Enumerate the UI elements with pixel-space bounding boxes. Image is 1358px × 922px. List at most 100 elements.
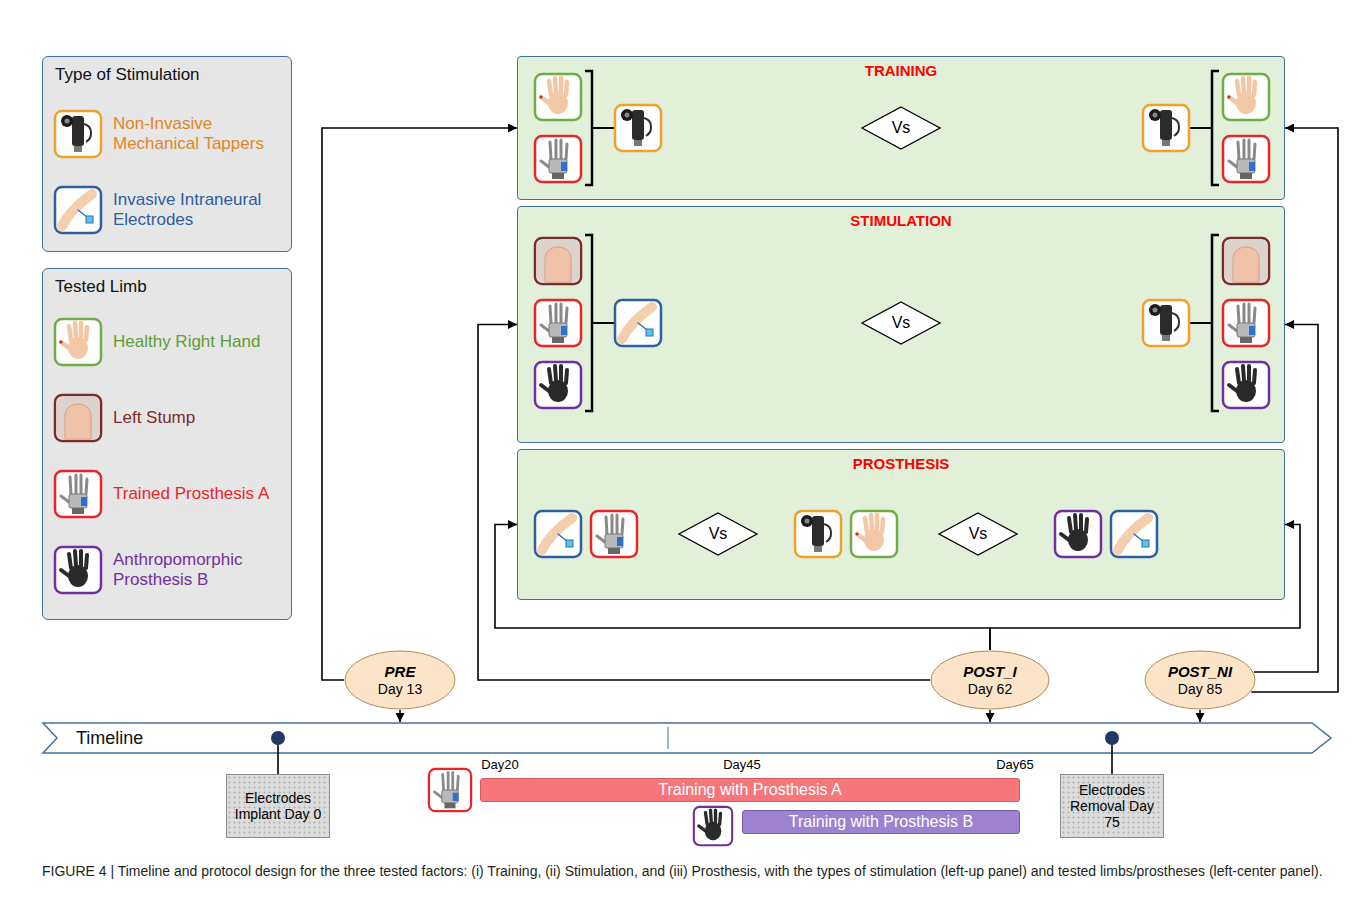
drawing-part xyxy=(875,515,880,530)
drawing-part xyxy=(1243,366,1244,381)
drawing-part xyxy=(70,477,71,494)
drawing-part xyxy=(1243,140,1246,159)
drawing-part xyxy=(1247,78,1252,93)
text-group: Training with Prosthesis A xyxy=(481,779,1019,801)
drawing-part xyxy=(566,144,567,159)
node-text: Vs xyxy=(892,119,911,137)
protA-icon xyxy=(535,136,581,182)
drawing-part xyxy=(560,304,563,323)
connector-arrow xyxy=(277,754,279,774)
drawing-part xyxy=(55,471,101,517)
drawing-part xyxy=(1061,534,1069,540)
drawing-part xyxy=(1212,235,1219,411)
text-group: PROSTHESIS xyxy=(518,450,1284,472)
drawing-part xyxy=(1160,110,1172,140)
drawing-part xyxy=(535,136,581,182)
drawing-part xyxy=(865,518,867,532)
drawing-part xyxy=(345,651,455,709)
text-group: Timeline xyxy=(42,722,1332,754)
drawing-part xyxy=(555,78,556,93)
node-text: Vs xyxy=(709,525,728,543)
training-bar: Training with Prosthesis B xyxy=(742,810,1020,834)
electrode-icon xyxy=(615,300,661,346)
protA-icon xyxy=(591,511,637,557)
drawing-part xyxy=(706,813,708,825)
text-group: PREDay 13 xyxy=(344,650,456,710)
drawing-part xyxy=(1079,515,1083,530)
node-text: Timeline xyxy=(76,728,143,749)
drawing-part xyxy=(718,814,722,825)
electrode-icon xyxy=(535,511,581,557)
drawing-part xyxy=(632,110,644,140)
drawing-part xyxy=(539,95,542,98)
drawing-part xyxy=(559,366,563,381)
drawing-part xyxy=(1149,304,1161,316)
text-group: TRAINING xyxy=(518,57,1284,79)
node-text: Vs xyxy=(969,525,988,543)
drawing-part xyxy=(566,370,567,383)
drawing-part xyxy=(549,81,551,95)
drawing-part xyxy=(442,790,459,803)
node-text: Tested Limb xyxy=(55,277,279,297)
node-text: Type of Stimulation xyxy=(55,65,279,85)
drawing-part xyxy=(1254,370,1255,383)
node-text: Training with Prosthesis A xyxy=(658,781,841,799)
node-text: PROSTHESIS xyxy=(518,455,1284,472)
drawing-part xyxy=(55,319,101,365)
versus-diamond: Vs xyxy=(861,106,941,150)
drawing-part xyxy=(541,161,549,167)
versus-diamond: Vs xyxy=(861,301,941,345)
hand-icon xyxy=(1223,74,1269,120)
text-group: Non-Invasive Mechanical Tappers xyxy=(113,114,283,155)
limb-icon xyxy=(53,469,103,519)
drawing-part xyxy=(625,113,630,118)
node-text: Training with Prosthesis B xyxy=(789,813,973,831)
drawing-part xyxy=(616,515,619,534)
drawing-part xyxy=(591,511,637,557)
protB-icon xyxy=(1223,362,1269,408)
limb-icon xyxy=(53,545,103,595)
drawing-part xyxy=(1238,142,1239,159)
drawing-part xyxy=(535,511,581,557)
stump-icon xyxy=(535,238,581,284)
limb-icon xyxy=(53,185,103,235)
drawing-part xyxy=(271,731,285,745)
factor-panel: Vs STIMULATION xyxy=(517,206,1285,443)
protB-icon xyxy=(694,807,732,845)
drawing-part xyxy=(65,119,70,124)
day-label: Day65 xyxy=(996,757,1034,772)
drawing-part xyxy=(1118,518,1148,550)
drawing-part xyxy=(1153,113,1158,118)
drawing-part xyxy=(1243,304,1246,323)
drawing-part xyxy=(1153,308,1158,313)
legend-item: Invasive Intraneural Electrodes xyxy=(53,177,283,243)
drawing-part xyxy=(86,479,87,494)
drawing-part xyxy=(699,826,706,831)
drawing-part xyxy=(644,118,651,136)
drawing-part xyxy=(549,323,567,337)
drawing-part xyxy=(824,524,831,542)
timeline-arrow: Timeline xyxy=(42,722,1332,754)
node-text: Trained Prosthesis A xyxy=(113,484,283,504)
limb-icon xyxy=(53,393,103,443)
drawing-part xyxy=(549,159,567,173)
text-group: Training with Prosthesis B xyxy=(743,811,1019,833)
tapper-icon xyxy=(1143,105,1189,151)
drawing-part xyxy=(1229,385,1237,391)
drawing-part xyxy=(535,238,581,284)
text-group: Anthropomorphic Prosthesis B xyxy=(113,550,283,591)
drawing-part xyxy=(1160,305,1172,335)
drawing-part xyxy=(668,727,669,749)
drawing-part xyxy=(542,518,572,550)
session-oval: POST_NIDay 85 xyxy=(1144,650,1256,710)
drawing-part xyxy=(59,340,62,343)
drawing-part xyxy=(1162,140,1170,146)
text-group: STIMULATION xyxy=(518,207,1284,229)
node-text: Healthy Right Hand xyxy=(113,332,283,352)
drawing-part xyxy=(451,773,454,790)
drawing-part xyxy=(535,362,581,408)
text-group: Left Stump xyxy=(113,408,283,428)
panel-illustration xyxy=(518,450,1284,599)
day-label: Day20 xyxy=(481,757,519,772)
